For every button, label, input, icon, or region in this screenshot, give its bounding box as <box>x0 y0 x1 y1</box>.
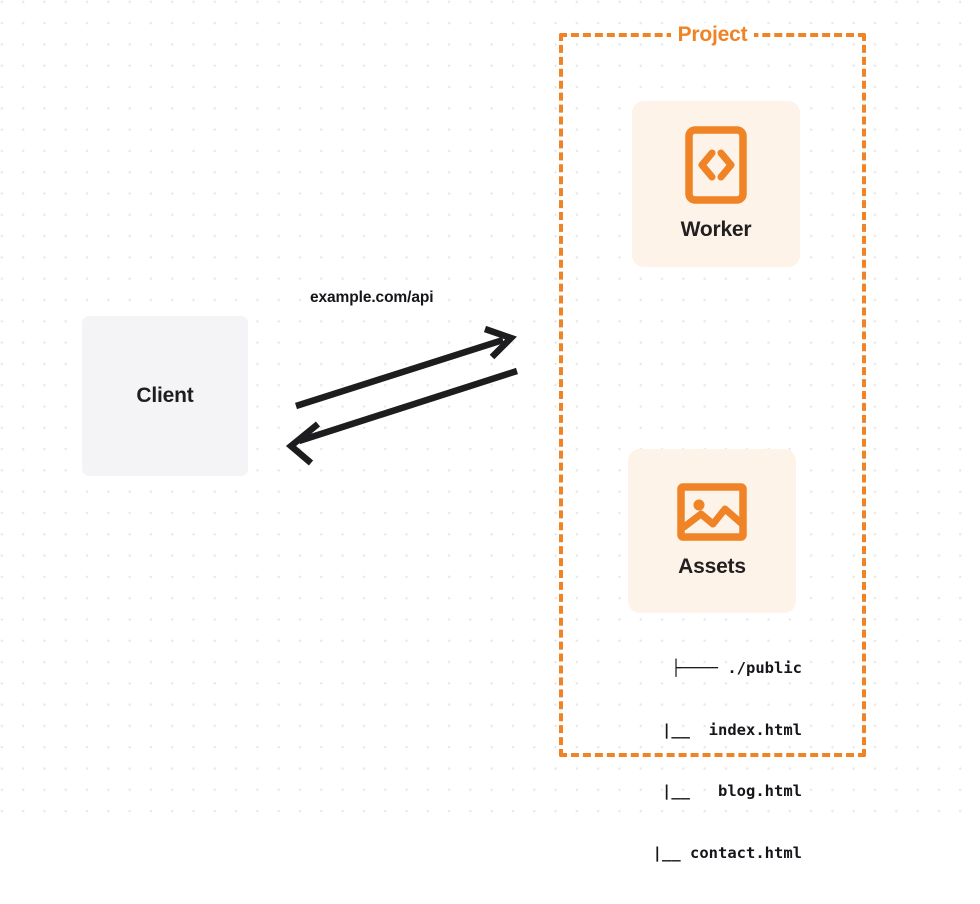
assets-card-label: Assets <box>678 555 746 578</box>
assets-card[interactable]: Assets <box>628 449 796 613</box>
file-tree-row: |__ contact.html <box>634 843 802 862</box>
image-photo-icon <box>677 483 747 541</box>
request-url-label: example.com/api <box>310 289 434 306</box>
code-brackets-icon <box>685 126 747 204</box>
request-arrow <box>295 325 517 410</box>
assets-file-tree: ├──── ./public |__ index.html |__ blog.h… <box>604 617 802 904</box>
project-boundary-label: Project <box>670 23 755 46</box>
worker-card-label: Worker <box>680 218 752 241</box>
project-boundary-label-wrap: Project <box>563 23 862 47</box>
response-arrow <box>285 367 518 466</box>
client-node[interactable]: Client <box>82 316 248 476</box>
file-tree-row: |__ index.html <box>615 720 802 739</box>
file-tree-row: |__ blog.html <box>615 782 802 800</box>
file-tree-row: ├──── ./public <box>671 659 802 677</box>
diagram-canvas: Client example.com/api Project Worker <box>0 0 980 862</box>
worker-card[interactable]: Worker <box>632 101 800 267</box>
client-node-label: Client <box>136 384 194 407</box>
